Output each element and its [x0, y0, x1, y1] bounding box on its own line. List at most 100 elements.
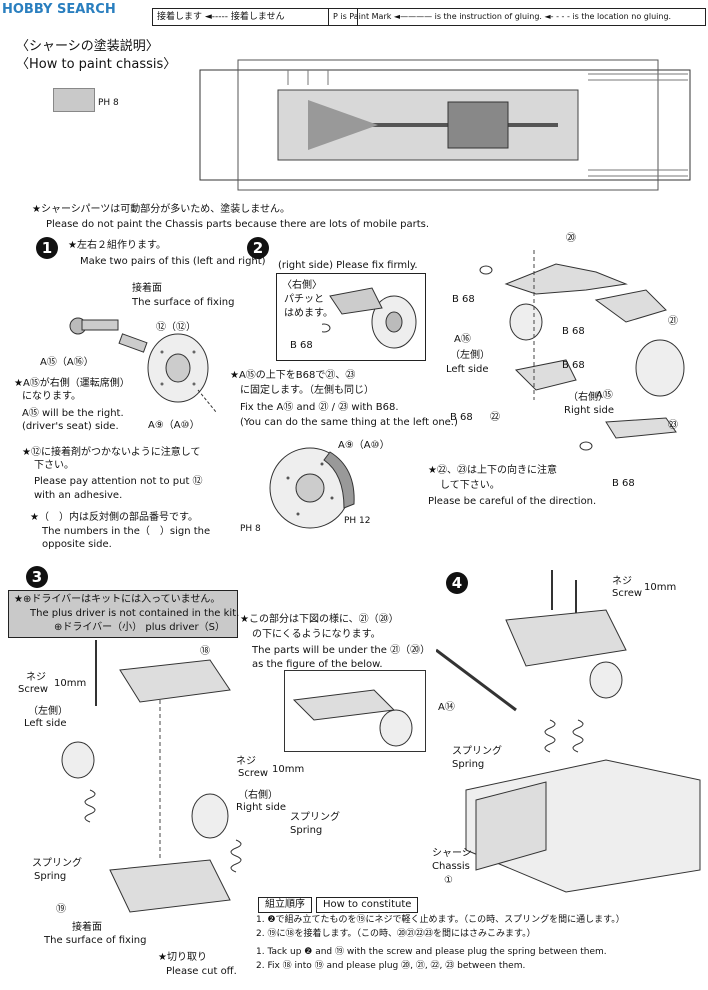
step3-spring2-en: Spring	[34, 871, 67, 882]
step4-a14: A⑭	[438, 702, 455, 713]
step4-chassis-num: ①	[444, 875, 453, 886]
step3-screw-jp: ネジ	[26, 672, 46, 683]
driver-jp: ★⊕ドライバーはキットには入っていません。	[14, 594, 221, 605]
step2-note-jp1: ★A⑮の上下をB68で㉑、㉓	[230, 370, 356, 381]
suspension-exploded-drawing	[479, 250, 685, 451]
step2-inset-jp1: 〈右側〉	[282, 280, 322, 291]
note12-en2: with an adhesive.	[34, 490, 123, 501]
driver-en: The plus driver is not contained in the …	[30, 608, 240, 619]
step3-note-jp1: ★この部分は下図の様に、㉑（⑳）	[240, 614, 399, 625]
diag-b68-5: B 68	[612, 478, 635, 489]
step4-mm10: 10mm	[644, 582, 677, 593]
step2-inset-drawing	[322, 287, 417, 349]
step-1-badge: 1	[36, 237, 58, 259]
step4-chassis-en: Chassis	[432, 861, 470, 872]
step1-line2: Make two pairs of this (left and right)	[80, 256, 266, 267]
step3-part19: ⑲	[56, 904, 66, 915]
diag-b68-1: B 68	[452, 294, 475, 305]
diag-note-jp2: して下さい。	[440, 480, 500, 491]
note-a15-jp2: になります。	[22, 391, 81, 402]
step2-ph12: PH 12	[344, 516, 371, 526]
diag-a15: A⑮	[596, 390, 613, 401]
step3-mm10: 10mm	[54, 678, 87, 689]
legend-en: P is Paint Mark ◄———— is the instruction…	[328, 8, 706, 26]
step3-screw2-en: Screw	[238, 768, 269, 779]
note-a15-en2: (driver's seat) side.	[22, 421, 119, 432]
step3-spring-jp: スプリング	[290, 812, 340, 823]
note-par-jp: ★（ ）内は反対側の部品番号です。	[30, 512, 198, 523]
step4-screw-en: Screw	[612, 588, 643, 599]
step1-fix-jp: 接着面	[132, 283, 162, 294]
diag-p20: ⑳	[566, 233, 576, 244]
order-en2: 2. Fix ⑱ into ⑲ and please plug ⑳, ㉑, ㉒,…	[256, 961, 526, 971]
order-jp1: 1. ❷で組み立てたものを⑲にネジで軽く止めます。（この時、スプリングを間に通し…	[256, 915, 625, 925]
step2-rightside: (right side) Please fix firmly.	[278, 260, 418, 271]
diag-p21: ㉑	[668, 316, 678, 327]
note-par-en1: The numbers in the（ ）sign the	[42, 526, 211, 537]
title-en: 〈How to paint chassis〉	[16, 57, 177, 72]
step3-right-jp: （右側）	[238, 790, 278, 801]
note12-jp2: 下さい。	[34, 460, 74, 471]
note-a15-en1: A⑮ will be the right.	[22, 408, 124, 419]
step1-fix-en: The surface of fixing	[132, 297, 235, 308]
order-label-jp: 組立順序	[258, 897, 312, 913]
diag-b68-2: B 68	[562, 326, 585, 337]
step4-spring-en: Spring	[452, 759, 485, 770]
diag-p22: ㉒	[490, 412, 500, 423]
note-a15-jp1: ★A⑮が右側（運転席側）	[14, 378, 130, 389]
step3-right-en: Right side	[236, 802, 286, 813]
step3-cut-jp: ★切り取り	[158, 952, 207, 963]
order-jp2: 2. ⑲に⑱を接着します。（この時、⑳㉑㉒㉓を間にはさみこみます。）	[256, 929, 536, 939]
note12-jp1: ★⑫に接着剤がつかないように注意して	[22, 447, 201, 458]
step1-part12: ⑫（⑫）	[156, 322, 196, 333]
diag-b68-4: B 68	[450, 412, 473, 423]
step1-line1: ★左右２組作ります。	[68, 240, 166, 251]
step3-spring2-jp: スプリング	[32, 858, 82, 869]
step2-inset-jp2: パチッと	[284, 294, 324, 305]
step4-spring-jp: スプリング	[452, 746, 502, 757]
step2-a9: A⑨（A⑩）	[338, 440, 390, 451]
diag-note-jp1: ★㉒、㉓は上下の向きに注意	[428, 465, 557, 476]
title-jp: 〈シャーシの塗装説明〉	[16, 39, 159, 54]
step-2-badge: 2	[247, 237, 269, 259]
step3-note-jp2: の下にくるようになります。	[252, 629, 381, 640]
step3-fix-en: The surface of fixing	[44, 935, 147, 946]
brake-disc-drawing	[269, 447, 355, 529]
step3-fix-jp: 接着面	[72, 922, 102, 933]
step3-cut-en: Please cut off.	[166, 966, 237, 977]
step3-left-jp: （左側）	[28, 706, 68, 717]
step-4-badge: 4	[446, 572, 468, 594]
step2-note-en1: Fix the A⑮ and ㉑ / ㉓ with B68.	[240, 402, 399, 413]
step3-screw2-jp: ネジ	[236, 756, 256, 767]
step3-spring-en: Spring	[290, 825, 323, 836]
paint-code: PH 8	[98, 98, 119, 108]
step3-screw-en: Screw	[18, 684, 49, 695]
legend-jp: 接着します ◄----- 接着しません	[152, 8, 358, 26]
step-3-badge: 3	[26, 566, 48, 588]
step3-part18: ⑱	[200, 646, 210, 657]
diag-right-jp: （右側）	[568, 392, 608, 403]
diag-note-en: Please be careful of the direction.	[428, 496, 597, 507]
brake-assembly-drawing	[69, 317, 217, 413]
step1-partA9: A⑨（A⑩）	[148, 420, 200, 431]
order-label-en: How to constitute	[316, 897, 419, 913]
watermark: HOBBY SEARCH	[2, 2, 116, 17]
step2-ph8: PH 8	[240, 524, 261, 534]
step2-inset	[276, 273, 426, 361]
step3-left-en: Left side	[24, 718, 67, 729]
diag-a16: A⑯	[454, 334, 471, 345]
note-top-en: Please do not paint the Chassis parts be…	[46, 219, 430, 230]
diag-b68-3: B 68	[562, 360, 585, 371]
step3-note-en1: The parts will be under the ㉑（⑳）	[252, 645, 431, 656]
step1-partA15: A⑮（A⑯）	[40, 357, 94, 368]
step3-note-en2: as the figure of the below.	[252, 659, 383, 670]
note-par-en2: opposite side.	[42, 539, 112, 550]
step2-note-jp2: に固定します。（左側も同じ）	[240, 385, 374, 396]
order-en1: 1. Tack up ❷ and ⑲ with the screw and pl…	[256, 947, 607, 957]
driver-size: ⊕ドライバー（小） plus driver（S）	[54, 622, 225, 633]
diag-right-en: Right side	[564, 405, 614, 416]
diag-p23: ㉓	[668, 420, 678, 431]
paint-swatch	[53, 88, 95, 112]
step2-b68: B 68	[290, 340, 313, 351]
step3-assembly-drawing	[61, 640, 242, 913]
